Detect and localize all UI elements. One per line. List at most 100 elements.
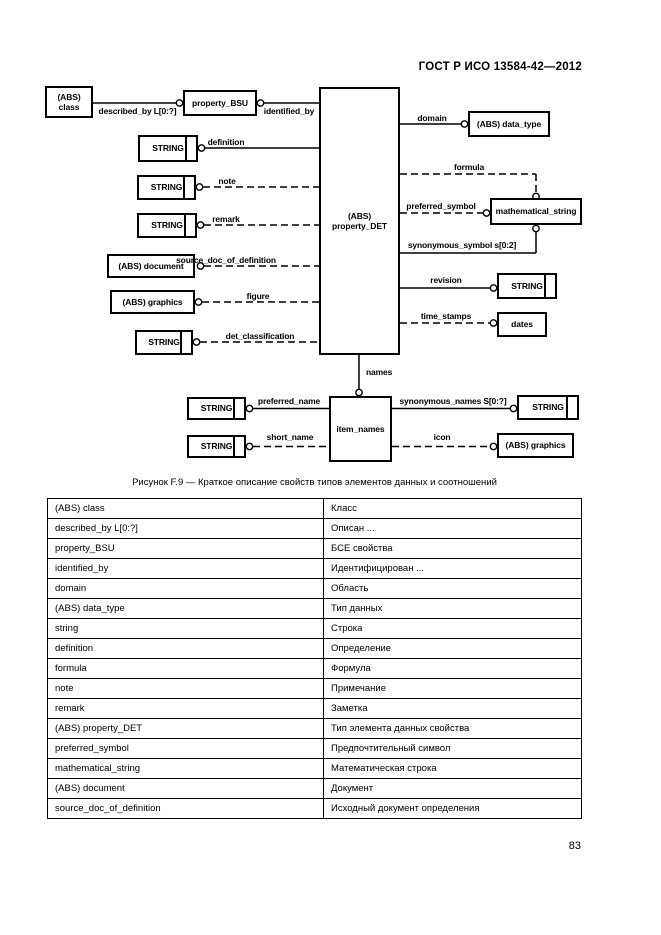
box-string-preferred-name: STRING <box>187 397 246 420</box>
term-cell: (ABS) data_type <box>47 598 324 619</box>
box-abs-document: (ABS) document <box>107 254 195 278</box>
box-string-synonymous-names: STRING <box>517 395 579 420</box>
term-cell: string <box>47 618 324 639</box>
dashed-connectors <box>200 173 537 448</box>
simple-type-bar <box>233 399 235 418</box>
box-property-det: (ABS) property_DET <box>319 87 400 355</box>
label-synonymous-names: synonymous_names S[0:?] <box>399 396 507 406</box>
string-label: STRING <box>200 441 233 452</box>
box-item-names-label: item_names <box>336 423 385 434</box>
label-remark: remark <box>212 214 240 224</box>
label-identified-by: identified_by <box>263 106 315 116</box>
simple-type-bar <box>185 137 187 160</box>
legend-table: (ABS) class Класс described_by L[0:?] Оп… <box>47 498 582 819</box>
simple-type-bar <box>566 397 568 418</box>
box-abs-graphics-label: (ABS) graphics <box>122 296 183 307</box>
label-source-doc-of-definition: source_doc_of_definition <box>176 255 276 265</box>
term-cell: preferred_symbol <box>47 738 324 759</box>
label-figure: figure <box>246 291 270 301</box>
document-header: ГОСТ Р ИСО 13584-42—2012 <box>418 61 582 73</box>
box-property-det-label: (ABS) property_DET <box>331 210 387 231</box>
label-det-classification: det_classification <box>225 331 295 341</box>
box-abs-class-label: (ABS) class <box>57 91 81 112</box>
string-label: STRING <box>532 402 564 413</box>
solid-connectors <box>91 102 537 410</box>
term-cell: remark <box>47 698 324 719</box>
string-label: STRING <box>200 403 233 414</box>
label-time-stamps: time_stamps <box>420 311 472 321</box>
translation-cell: Заметка <box>323 698 582 719</box>
term-cell: described_by L[0:?] <box>47 518 324 539</box>
translation-cell: Область <box>323 578 582 599</box>
table-row: (ABS) class Класс <box>47 498 582 519</box>
string-label: STRING <box>152 143 184 154</box>
translation-cell: Документ <box>323 778 582 799</box>
table-row: property_BSU БСЕ свойства <box>47 538 582 559</box>
simple-type-bar <box>544 275 546 297</box>
translation-cell: Определение <box>323 638 582 659</box>
box-mathematical-string: mathematical_string <box>490 198 582 225</box>
string-label: STRING <box>511 280 543 291</box>
box-string-short-name: STRING <box>187 435 246 458</box>
box-abs-graphics-icon: (ABS) graphics <box>497 433 574 458</box>
table-row: (ABS) document Документ <box>47 778 582 799</box>
translation-cell: Идентифицирован ... <box>323 558 582 579</box>
box-dates: dates <box>497 312 547 337</box>
box-property-bsu-label: property_BSU <box>192 97 248 108</box>
box-property-bsu: property_BSU <box>183 90 257 116</box>
translation-cell: Класс <box>323 498 582 519</box>
term-cell: property_BSU <box>47 538 324 559</box>
simple-type-bar <box>183 177 185 198</box>
string-label: STRING <box>150 182 183 193</box>
term-cell: definition <box>47 638 324 659</box>
table-row: identified_by Идентифицирован ... <box>47 558 582 579</box>
translation-cell: Тип данных <box>323 598 582 619</box>
term-cell: source_doc_of_definition <box>47 798 324 819</box>
translation-cell: Математическая строка <box>323 758 582 779</box>
term-cell: (ABS) document <box>47 778 324 799</box>
box-string-remark: STRING <box>137 213 197 238</box>
term-cell: domain <box>47 578 324 599</box>
table-row: described_by L[0:?] Описан ... <box>47 518 582 539</box>
legend-table-body: (ABS) class Класс described_by L[0:?] Оп… <box>47 498 582 819</box>
box-string-det-classification: STRING <box>135 330 193 355</box>
box-string-definition: STRING <box>138 135 198 162</box>
translation-cell: Исходный документ определения <box>323 798 582 819</box>
translation-cell: Строка <box>323 618 582 639</box>
label-formula: formula <box>453 162 485 172</box>
table-row: remark Заметка <box>47 698 582 719</box>
table-row: formula Формула <box>47 658 582 679</box>
box-dates-label: dates <box>511 319 533 330</box>
label-icon: icon <box>433 432 451 442</box>
label-note: note <box>218 176 236 186</box>
translation-cell: Формула <box>323 658 582 679</box>
label-revision: revision <box>430 275 462 285</box>
table-row: (ABS) property_DET Тип элемента данных с… <box>47 718 582 739</box>
table-row: (ABS) data_type Тип данных <box>47 598 582 619</box>
simple-type-bar <box>180 332 182 353</box>
label-names: names <box>366 367 393 377</box>
label-preferred-symbol: preferred_symbol <box>406 201 476 211</box>
box-item-names: item_names <box>329 396 392 462</box>
term-cell: identified_by <box>47 558 324 579</box>
translation-cell: Примечание <box>323 678 582 699</box>
box-mathematical-string-label: mathematical_string <box>495 206 577 217</box>
term-cell: (ABS) class <box>47 498 324 519</box>
translation-cell: Тип элемента данных свойства <box>323 718 582 739</box>
table-row: domain Область <box>47 578 582 599</box>
simple-type-bar <box>233 437 235 456</box>
string-label: STRING <box>151 220 183 231</box>
table-row: source_doc_of_definition Исходный докуме… <box>47 798 582 819</box>
translation-cell: Описан ... <box>323 518 582 539</box>
term-cell: formula <box>47 658 324 679</box>
table-row: note Примечание <box>47 678 582 699</box>
box-string-revision: STRING <box>497 273 557 299</box>
box-abs-data-type-label: (ABS) data_type <box>476 118 542 129</box>
box-abs-class: (ABS) class <box>45 86 93 118</box>
box-abs-graphics: (ABS) graphics <box>110 290 195 314</box>
label-synonymous-symbol: synonymous_symbol s[0:2] <box>407 240 517 250</box>
term-cell: (ABS) property_DET <box>47 718 324 739</box>
translation-cell: БСЕ свойства <box>323 538 582 559</box>
table-row: preferred_symbol Предпочтительный символ <box>47 738 582 759</box>
